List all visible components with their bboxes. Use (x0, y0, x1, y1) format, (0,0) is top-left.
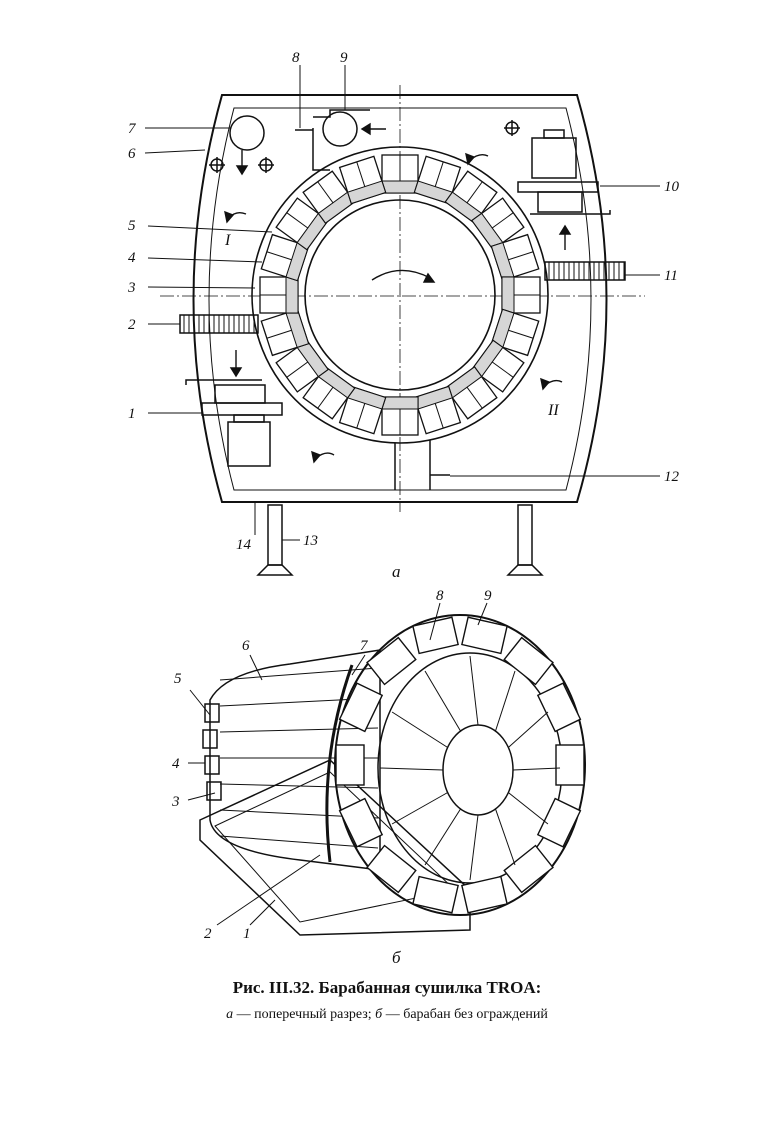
label-b-6: 6 (242, 638, 250, 654)
front-ring-block (504, 638, 553, 685)
front-ring-block (538, 683, 581, 731)
caption-text-b: — барабан без ограждений (382, 1007, 548, 1022)
label-b-9: 9 (484, 588, 492, 604)
label-b-2: 2 (204, 926, 212, 942)
caption-text-a: — поперечный разрез; (233, 1007, 375, 1022)
front-ring-block (336, 745, 364, 785)
front-hub (443, 725, 513, 815)
label-b-3: 3 (171, 794, 180, 810)
figure-caption-title: Рис. III.32. Барабанная сушилка TROA: (0, 978, 774, 998)
front-ring-blocks (336, 617, 584, 913)
front-ring-block (504, 846, 553, 893)
label-b-8: 8 (436, 588, 444, 604)
front-ring-block (367, 638, 416, 685)
front-ring-block (340, 683, 383, 731)
label-b-4: 4 (172, 756, 180, 772)
front-ring-block (556, 745, 584, 785)
front-ring-block (340, 799, 383, 847)
label-b-5: 5 (174, 671, 182, 687)
drum-perspective-diagram: 5 4 3 6 7 8 9 2 1 б (0, 0, 774, 975)
label-b-1: 1 (243, 926, 251, 942)
front-ring-block (538, 799, 581, 847)
figure-caption-text: а — поперечный разрез; б — барабан без о… (0, 1007, 774, 1023)
sublabel-b: б (392, 948, 401, 967)
